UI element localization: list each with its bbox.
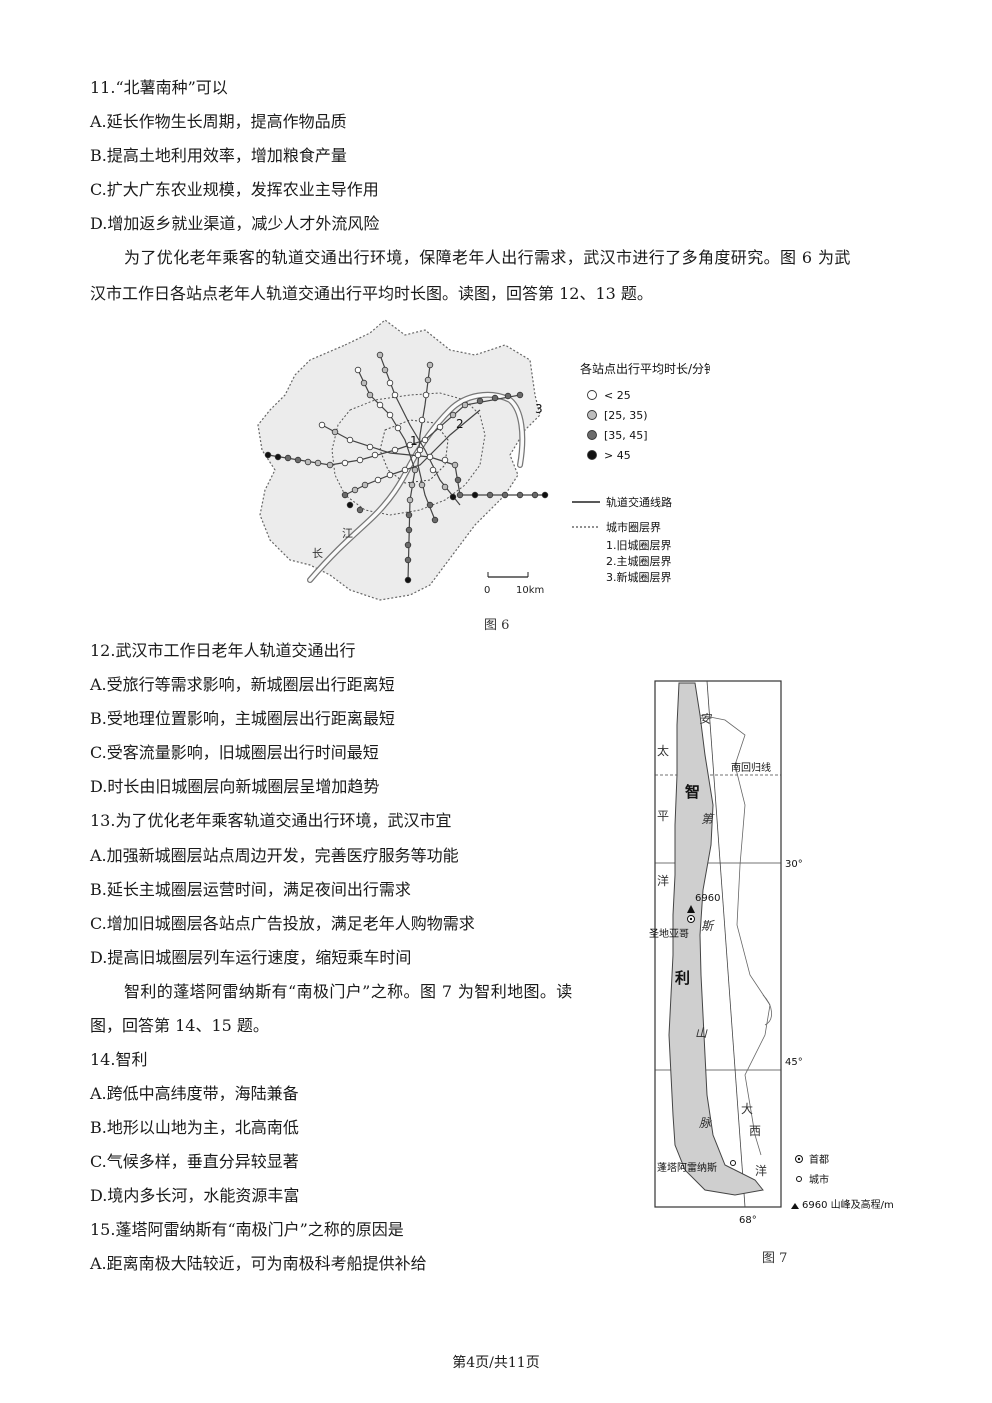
figure-7-map: 南回归线 30° 45° 68° 太 平 洋 安 第 斯 山 脉 智 利 696… (649, 680, 894, 1226)
legend-swatch-2 (587, 430, 597, 440)
legend-boundary-2: 2.主城圈层界 (606, 555, 672, 568)
river-label-jiang: 江 (342, 527, 353, 540)
legend-peak: 6960 山峰及高程/m (802, 1198, 894, 1211)
q12-stem: 12.武汉市工作日老年人轨道交通出行 (90, 641, 356, 660)
legend-line: 轨道交通线路 (606, 495, 672, 509)
page-footer: 第4页/共11页 (452, 1355, 540, 1371)
legend-item-0: < 25 (604, 389, 631, 402)
wuhan-intro-line2: 汉市工作日各站点老年人轨道交通出行平均时长图。读图，回答第 12、13 题。 (90, 284, 653, 303)
country-char-2: 利 (675, 969, 690, 987)
figure-6-map: 1 2 3 江 长 0 10km 各站点出行平均时长/分钟 < 25 [25, … (257, 319, 710, 601)
q12-option-a: A.受旅行等需求影响，新城圈层出行距离短 (90, 675, 395, 694)
legend-capital: 首都 (809, 1153, 829, 1166)
q15-option-a: A.距离南极大陆较近，可为南极科考船提供补给 (90, 1254, 427, 1273)
legend-item-1: [25, 35) (604, 409, 648, 422)
scale-bar: 0 10km (484, 572, 544, 596)
country-char-1: 智 (685, 783, 700, 801)
wuhan-intro-line1: 为了优化老年乘客的轨道交通出行环境，保障老年人出行需求，武汉市进行了多角度研究。… (124, 248, 851, 267)
pacific-char-2: 平 (657, 809, 669, 823)
chile-intro-line2: 图，回答第 14、15 题。 (90, 1016, 269, 1035)
legend-city: 城市 (809, 1173, 829, 1186)
q11-option-b: B.提高土地利用效率，增加粮食产量 (90, 146, 347, 165)
q11-stem: 11.“北薯南种”可以 (90, 78, 228, 97)
q14-stem: 14.智利 (90, 1050, 148, 1069)
pacific-char-1: 太 (657, 743, 669, 758)
peak-legend-icon (791, 1203, 799, 1209)
city-santiago: 圣地亚哥 (649, 927, 689, 940)
q13-stem: 13.为了优化老年乘客轨道交通出行环境，武汉市宜 (90, 811, 452, 830)
q11-option-d: D.增加返乡就业渠道，减少人才外流风险 (90, 214, 380, 233)
river-label-chang: 长 (312, 547, 323, 560)
q12-option-c: C.受客流量影响，旧城圈层出行时间最短 (90, 743, 379, 762)
peak-value: 6960 (695, 893, 720, 904)
old-city-boundary (379, 419, 449, 484)
pacific-char-3: 洋 (657, 873, 669, 888)
andes-char-1: 安 (699, 712, 713, 726)
legend-item-2: [35, 45] (604, 429, 648, 442)
q13-option-c: C.增加旧城圈层各站点广告投放，满足老年人购物需求 (90, 914, 475, 933)
q15-stem: 15.蓬塔阿雷纳斯有“南极门户”之称的原因是 (90, 1220, 404, 1239)
atlantic-char-1: 大 (741, 1102, 753, 1116)
q14-option-c: C.气候多样，垂直分异较显著 (90, 1152, 299, 1171)
legend-item-3: > 45 (604, 449, 631, 462)
chile-shape (668, 682, 764, 1196)
fig6-caption: 图 6 (484, 618, 510, 633)
chile-intro-line1: 智利的蓬塔阿雷纳斯有“南极门户”之称。图 7 为智利地图。读 (124, 982, 573, 1001)
city-icon (796, 1176, 802, 1182)
legend-title: 各站点出行平均时长/分钟 (580, 361, 710, 376)
main-city-boundary (331, 392, 486, 516)
ring-label-2: 2 (456, 417, 464, 431)
legend-boundary-3: 3.新城圈层界 (606, 570, 672, 584)
ring-label-1: 1 (410, 434, 418, 448)
andes-char-2: 第 (701, 812, 715, 826)
legend-boundary-1: 1.旧城圈层界 (606, 539, 672, 552)
lat30-label: 30° (785, 859, 803, 870)
atlantic-char-2: 西 (749, 1124, 761, 1138)
legend-boundary: 城市圈层界 (606, 520, 661, 534)
lon68-label: 68° (739, 1215, 757, 1226)
legend-swatch-0 (587, 390, 597, 400)
lat45-label: 45° (785, 1057, 803, 1068)
new-city-boundary (257, 319, 541, 601)
atlantic-char-3: 洋 (755, 1163, 767, 1178)
q12-option-b: B.受地理位置影响，主城圈层出行距离最短 (90, 709, 395, 728)
q13-option-d: D.提高旧城圈层列车运行速度，缩短乘车时间 (90, 948, 412, 967)
legend-swatch-3 (587, 450, 597, 460)
peak-triangle-icon (687, 905, 695, 913)
andes-char-3: 斯 (701, 919, 715, 933)
legend-swatch-1 (587, 410, 597, 420)
q13-option-b: B.延长主城圈层运营时间，满足夜间出行需求 (90, 880, 411, 899)
fig7-caption: 图 7 (762, 1251, 788, 1266)
q11-option-a: A.延长作物生长周期，提高作物品质 (90, 112, 347, 131)
q13-option-a: A.加强新城圈层站点周边开发，完善医疗服务等功能 (90, 846, 459, 865)
tropic-label: 南回归线 (731, 761, 771, 774)
q14-option-b: B.地形以山地为主，北高南低 (90, 1118, 299, 1137)
andes-char-4: 山 (695, 1026, 708, 1040)
scale-zero: 0 (484, 585, 490, 596)
q14-option-d: D.境内多长河，水能资源丰富 (90, 1186, 300, 1205)
q12-option-d: D.时长由旧城圈层向新城圈层呈增加趋势 (90, 777, 380, 796)
andes-char-5: 脉 (699, 1116, 713, 1130)
q11-option-c: C.扩大广东农业规模，发挥农业主导作用 (90, 180, 379, 199)
station-markers (264, 351, 549, 584)
city-punta-arenas: 蓬塔阿雷纳斯 (657, 1161, 717, 1174)
q14-option-a: A.跨低中高纬度带，海陆兼备 (90, 1084, 299, 1103)
ring-label-3: 3 (535, 402, 543, 416)
scale-label: 10km (516, 585, 544, 596)
fig6-legend: 各站点出行平均时长/分钟 < 25 [25, 35) [35, 45] > 45… (572, 361, 710, 584)
